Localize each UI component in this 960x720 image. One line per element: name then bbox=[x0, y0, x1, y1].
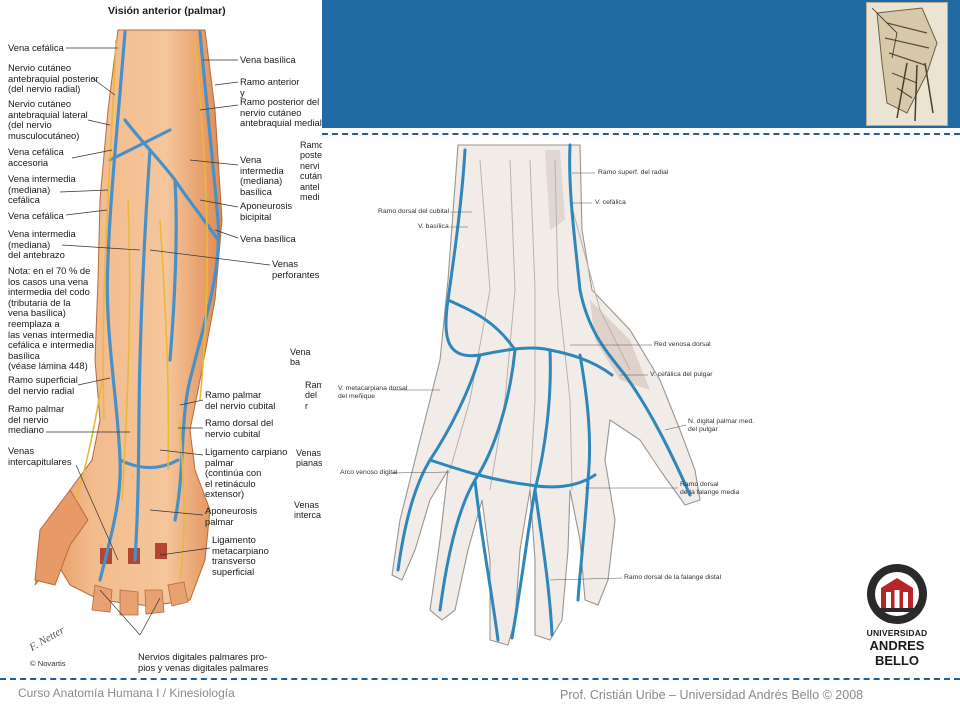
label-nota: Nota: en el 70 % de los casos una vena i… bbox=[8, 265, 94, 372]
label-ramo-palmar-mediano: Ramo palmar del nervio mediano bbox=[8, 403, 65, 436]
header-banner bbox=[322, 0, 960, 128]
label-ligamento-metacarpiano: Ligamento metacarpiano transverso superf… bbox=[212, 534, 269, 577]
label-ramo-posterior: Ramo posterior del nervio cutáneo antebr… bbox=[240, 96, 322, 129]
forearm-illustration: Visión anterior (palmar) Vena cefálica N… bbox=[0, 0, 322, 675]
label-v-cefalica: V. cefálica bbox=[595, 199, 626, 206]
footer-course: Curso Anatomía Humana I / Kinesiología bbox=[18, 686, 235, 700]
label-ramo-superficial-radial: Ramo superficial del nervio radial bbox=[8, 374, 78, 396]
label-nervios-digitales: Nervios digitales palmares pro- pios y v… bbox=[138, 651, 269, 673]
edge-label-venas-pianas: Venas pianas bbox=[296, 448, 322, 469]
label-aponeurosis-bicipital: Aponeurosis bicipital bbox=[240, 200, 293, 222]
figure-title: Visión anterior (palmar) bbox=[108, 5, 226, 17]
label-v-cefalica-pulgar: V. cefálica del pulgar bbox=[650, 371, 713, 378]
edge-label-ramo: Ram del r bbox=[305, 380, 322, 411]
label-vena-intermedia-cefalica: Vena intermedia (mediana) cefálica bbox=[8, 173, 76, 206]
label-ligamento-carpiano: Ligamento carpiano palmar (continúa con … bbox=[205, 446, 288, 500]
label-ramo-anterior: Ramo anterior y bbox=[240, 76, 300, 98]
label-aponeurosis-palmar: Aponeurosis palmar bbox=[205, 505, 258, 527]
thumbnail-illustration bbox=[866, 2, 948, 126]
label-arco-venoso-digital: Arco venoso digital bbox=[340, 469, 398, 476]
footer-author: Prof. Cristián Uribe – Universidad André… bbox=[560, 688, 864, 702]
label-vena-basilica-2: Vena basílica bbox=[240, 233, 296, 244]
label-venas-intercapitulares: Venas intercapitulares bbox=[8, 445, 72, 467]
university-seal-icon bbox=[867, 564, 927, 624]
label-venas-perforantes: Venas perforantes bbox=[272, 258, 320, 280]
edge-label-vena-basilica: Vena ba bbox=[290, 347, 311, 368]
label-vena-cefalica-2: Vena cefálica bbox=[8, 210, 64, 221]
label-ramo-dorsal-cubital-hand: Ramo dorsal del cubital bbox=[378, 208, 450, 215]
label-ramo-dorsal-falange-distal: Ramo dorsal de la falange distal bbox=[624, 574, 722, 581]
label-vena-intermedia-antebrazo: Vena intermedia (mediana) del antebrazo bbox=[8, 228, 76, 261]
label-nervio-cutaneo-posterior: Nervio cutáneo antebraquial posterior (d… bbox=[8, 62, 99, 95]
university-logo bbox=[848, 560, 946, 656]
label-ramo-superf-radial: Ramo superf. del radial bbox=[598, 169, 669, 176]
label-v-metacarpiana-dorsal: V. metacarpiana dorsal del meñique bbox=[338, 385, 408, 400]
label-vena-cefalica-1: Vena cefálica bbox=[8, 42, 64, 53]
label-vena-intermedia-basilica: Vena intermedia (mediana) basílica bbox=[240, 154, 284, 197]
label-vena-cefalica-accesoria: Vena cefálica accesoria bbox=[8, 146, 64, 168]
hand-drawing bbox=[391, 143, 701, 646]
label-nervio-cutaneo-lateral: Nervio cutáneo antebraquial lateral (del… bbox=[8, 98, 88, 141]
logo-text-universidad: UNIVERSIDAD bbox=[866, 628, 928, 638]
divider-top bbox=[322, 133, 960, 135]
divider-bottom bbox=[0, 678, 960, 680]
forearm-drawing bbox=[34, 29, 271, 636]
edge-label-ramo-posterior: Ramo poster nervi cután antel medi bbox=[300, 140, 322, 203]
label-ramo-dorsal-cubital: Ramo dorsal del nervio cubital bbox=[205, 417, 274, 439]
label-vena-basilica-1: Vena basílica bbox=[240, 54, 296, 65]
edge-label-venas-interca: Venas interca bbox=[294, 500, 322, 521]
copyright-novartis: © Novartis bbox=[30, 659, 66, 668]
label-ramo-palmar-cubital: Ramo palmar del nervio cubital bbox=[205, 389, 276, 411]
label-red-venosa-dorsal: Red venosa dorsal bbox=[654, 341, 711, 348]
label-n-digital-palmar: N. digital palmar med. del pulgar bbox=[688, 418, 755, 433]
thumbnail-dissection-drawing bbox=[867, 3, 947, 125]
label-ramo-dorsal-falange-media: Ramo dorsal de la falange media bbox=[680, 481, 740, 496]
label-v-basilica: V. basílica bbox=[418, 223, 449, 230]
logo-text-andres-bello: ANDRES BELLO bbox=[869, 638, 925, 668]
hand-dorsal-illustration: Ramo superf. del radial V. cefálica Ramo… bbox=[330, 140, 790, 670]
